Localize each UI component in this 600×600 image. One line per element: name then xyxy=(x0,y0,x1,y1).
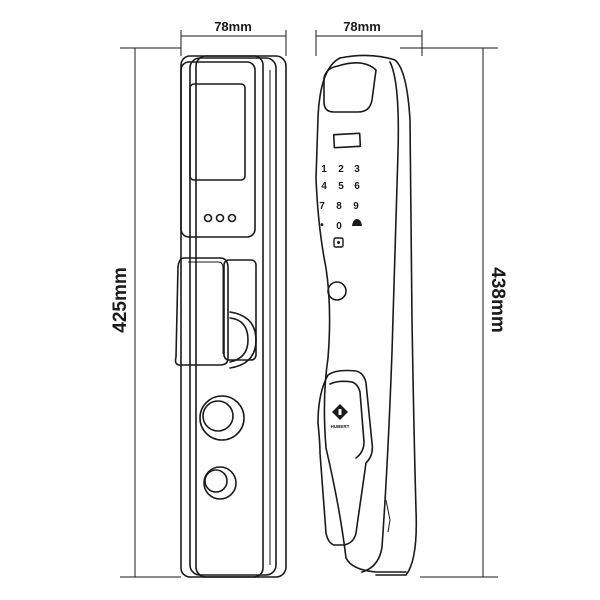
fingerprint-window xyxy=(332,132,362,149)
sensor-dot xyxy=(215,213,225,223)
keypad: 1 2 3 4 5 6 7 8 9 • 0 xyxy=(319,164,362,248)
side-width-label: 78mm xyxy=(343,19,381,34)
side-width-dimension: 78mm xyxy=(315,19,423,56)
key-cylinder-knob xyxy=(199,395,245,441)
key-4[interactable]: 4 xyxy=(321,181,327,192)
key-6[interactable]: 6 xyxy=(354,181,360,192)
key-0[interactable]: 0 xyxy=(336,221,342,232)
front-height-label: 425mm xyxy=(110,267,131,333)
brand-text: HUBERT xyxy=(331,424,350,429)
key-7[interactable]: 7 xyxy=(319,201,325,212)
front-height-dimension: 425mm xyxy=(110,47,181,578)
key-3[interactable]: 3 xyxy=(354,164,360,175)
thumb-turn-knob xyxy=(203,466,237,500)
front-width-dimension: 78mm xyxy=(180,19,287,56)
sensor-dot xyxy=(203,213,213,223)
key-1[interactable]: 1 xyxy=(321,164,327,175)
lock-icon[interactable] xyxy=(333,237,344,248)
key-dot[interactable]: • xyxy=(320,220,324,231)
bell-icon[interactable] xyxy=(352,219,362,226)
display-screen xyxy=(189,83,246,181)
camera-lens xyxy=(327,281,347,301)
front-width-label: 78mm xyxy=(214,19,252,34)
side-height-dimension: 438mm xyxy=(400,47,508,578)
face-recognition-panel xyxy=(180,61,256,238)
key-2[interactable]: 2 xyxy=(338,164,344,175)
side-view-lock: 1 2 3 4 5 6 7 8 9 • 0 HUBERT xyxy=(315,54,418,576)
side-height-label: 438mm xyxy=(487,267,508,333)
key-5[interactable]: 5 xyxy=(338,181,344,192)
front-view-lock xyxy=(174,55,287,578)
key-9[interactable]: 9 xyxy=(353,201,359,212)
handle xyxy=(174,257,229,366)
key-8[interactable]: 8 xyxy=(336,201,342,212)
side-handle xyxy=(317,369,374,546)
sensor-dot xyxy=(227,213,237,223)
